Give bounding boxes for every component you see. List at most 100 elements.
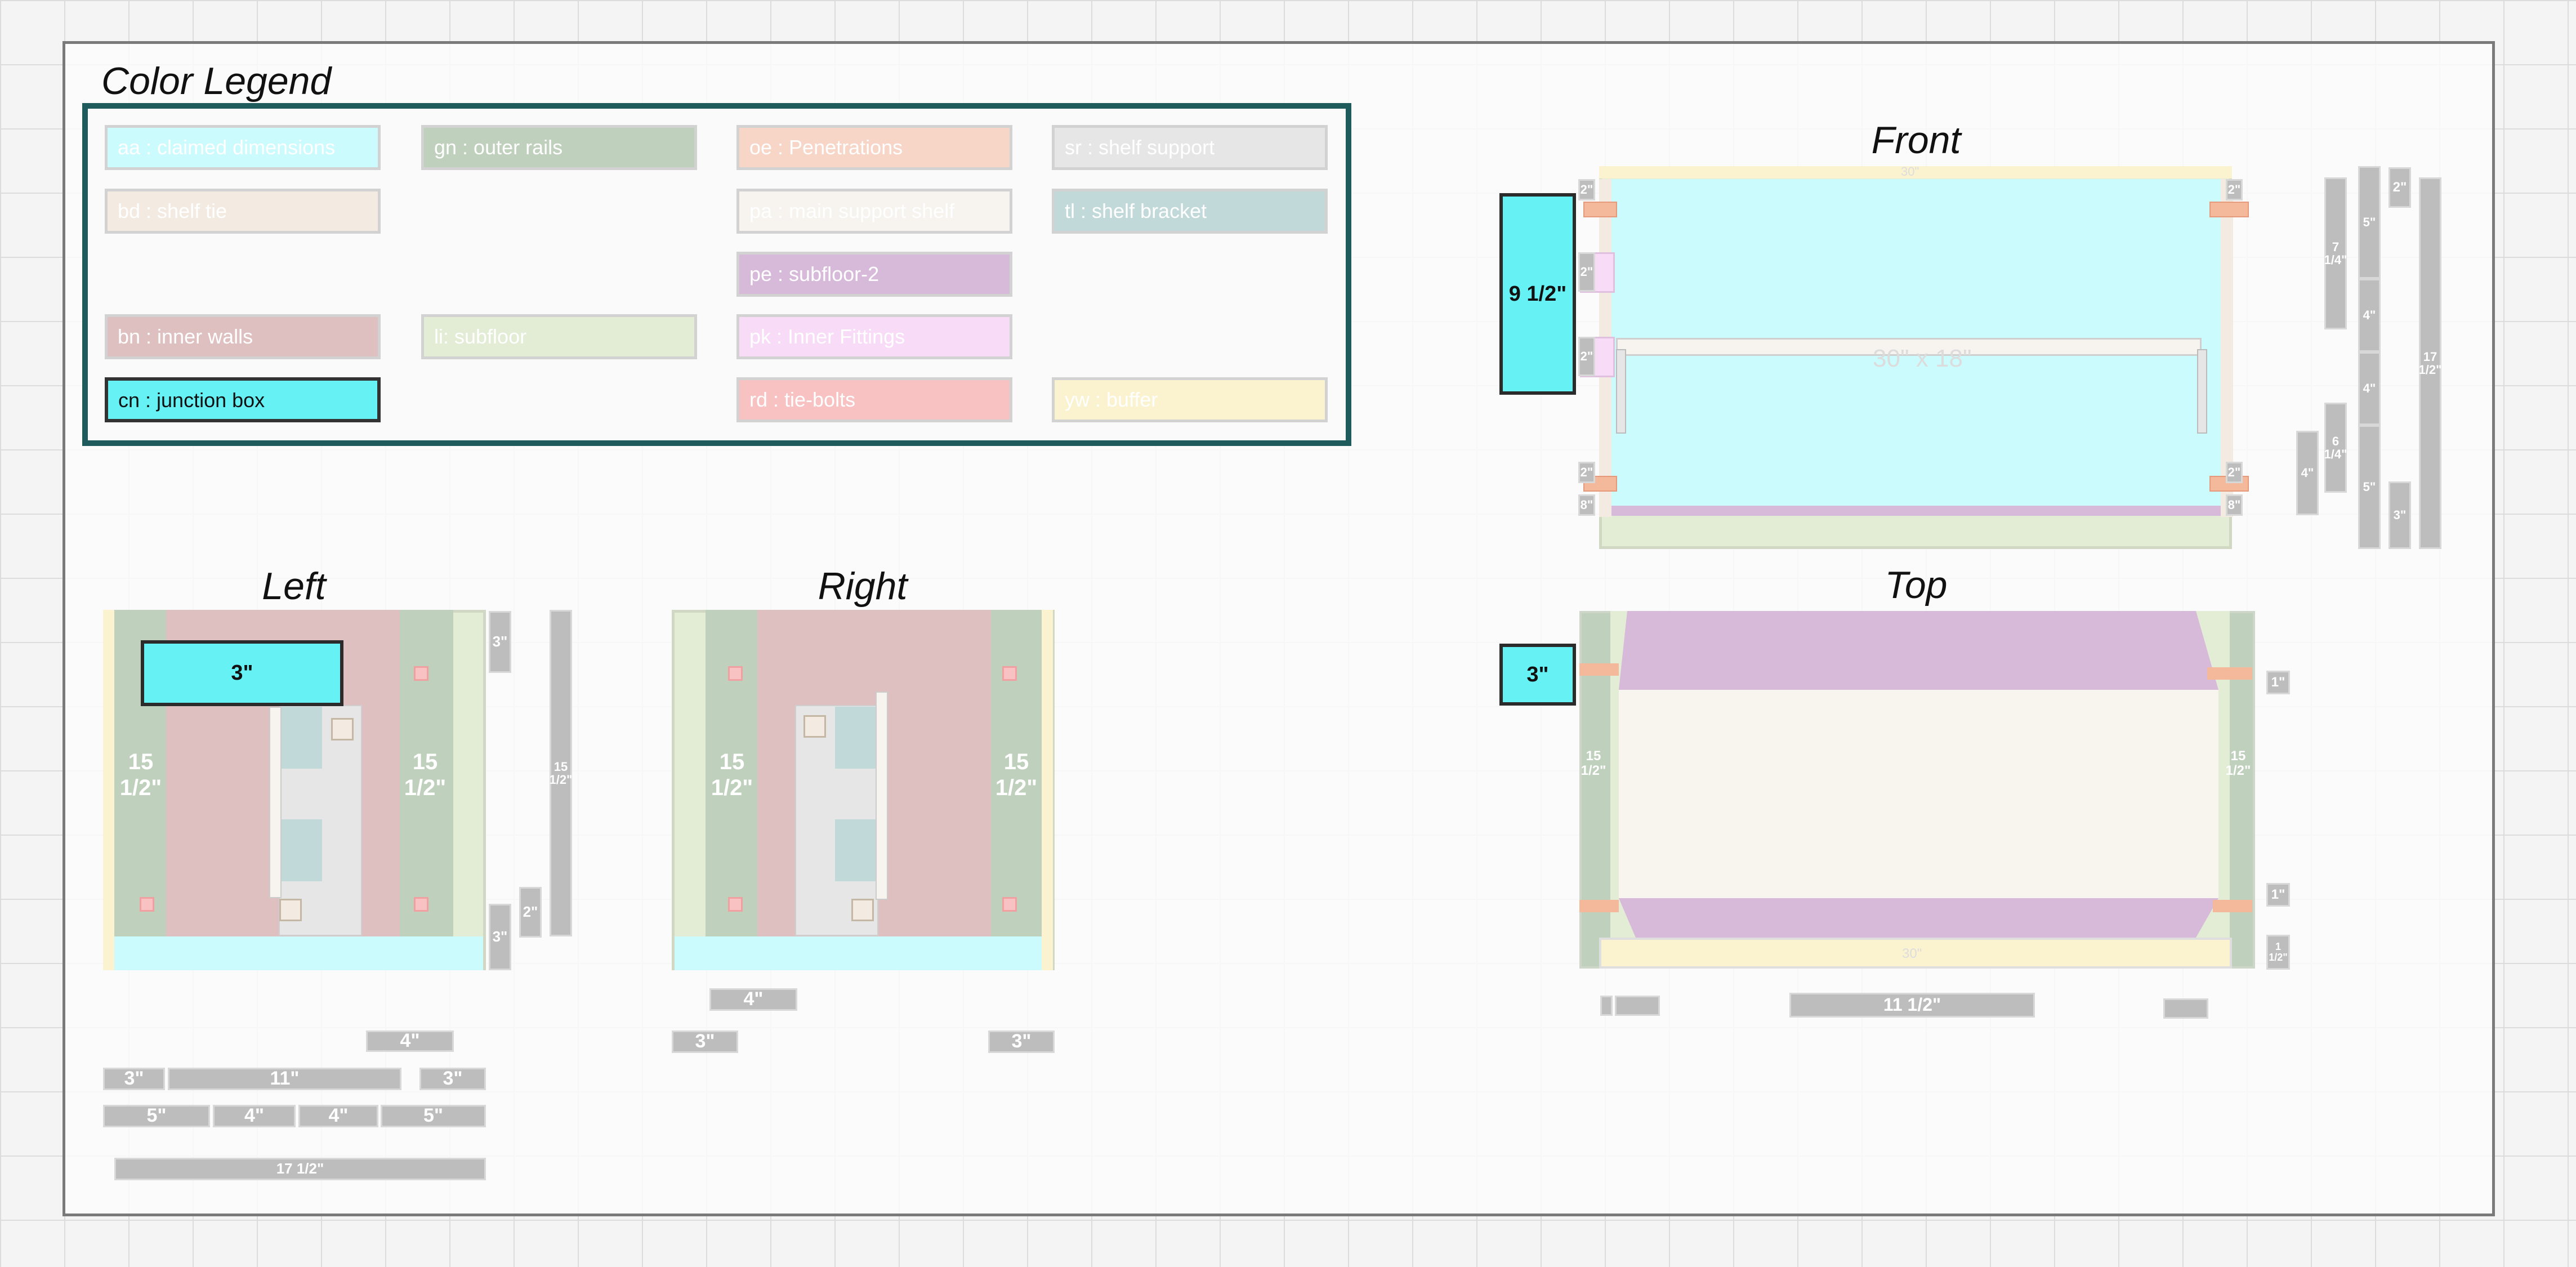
legend-item-rd: rd : tie-bolts bbox=[736, 377, 1012, 422]
front-right-dim-5: 6 1/4" bbox=[2324, 403, 2347, 493]
left-fitting-1 bbox=[331, 718, 354, 740]
front-right-dim-8: 3" bbox=[2389, 481, 2411, 549]
legend-item-gn: gn : outer rails bbox=[421, 125, 697, 170]
top-side-label-right: 15 1/2" bbox=[2225, 748, 2251, 779]
left-right-dim-3: 15 1/2" bbox=[550, 610, 573, 936]
legend-title: Color Legend bbox=[101, 60, 332, 102]
left-bottom-dim-8: 17 1/2" bbox=[114, 1158, 486, 1180]
left-right-dim-1: 2" bbox=[519, 887, 542, 938]
front-side-dim-1: 2" bbox=[1578, 252, 1595, 292]
right-buffer-right bbox=[1042, 610, 1053, 970]
right-claimed-dim-bottom bbox=[675, 936, 1042, 970]
legend-item-yw: yw : buffer bbox=[1052, 377, 1328, 422]
legend-item-aa: aa : claimed dimensions bbox=[105, 125, 381, 170]
right-tie-bolt-1 bbox=[728, 666, 743, 681]
front-bracket-left bbox=[1616, 349, 1626, 434]
right-bottom-dim-0: 4" bbox=[709, 988, 797, 1011]
top-junction-box-callout: 3" bbox=[1499, 644, 1576, 706]
top-right-dim-0: 1" bbox=[2266, 671, 2290, 694]
left-bottom-dim-2: 11" bbox=[168, 1068, 401, 1090]
legend-item-pe: pe : subfloor-2 bbox=[736, 252, 1012, 297]
left-wall-label-left: 15 1/2" bbox=[119, 750, 162, 800]
legend-item-bd: bd : shelf tie bbox=[105, 189, 381, 234]
front-tie-bolt-1 bbox=[1583, 202, 1617, 217]
left-bottom-dim-5: 4" bbox=[213, 1105, 296, 1127]
top-right-dim-2: 1 1/2" bbox=[2266, 935, 2290, 970]
left-bottom-dim-3: 3" bbox=[419, 1068, 486, 1090]
left-right-dim-2: 3" bbox=[489, 904, 511, 970]
front-shelf bbox=[1616, 338, 2202, 356]
front-bracket-right bbox=[2197, 349, 2207, 434]
left-bottom-dim-7: 5" bbox=[381, 1105, 486, 1127]
front-top-dim: 30" bbox=[1901, 164, 1919, 179]
legend-item-pk: pk : Inner Fittings bbox=[736, 314, 1012, 359]
right-view-title: Right bbox=[818, 565, 908, 608]
right-bracket-1 bbox=[835, 707, 876, 769]
right-rail-right bbox=[991, 610, 1042, 936]
left-wall-label-right: 15 1/2" bbox=[404, 750, 447, 800]
top-dim-small-2 bbox=[1615, 996, 1660, 1016]
left-rail-right bbox=[400, 610, 453, 936]
legend-item-bn: bn : inner walls bbox=[105, 314, 381, 359]
front-view-title: Front bbox=[1871, 119, 1961, 162]
front-right-dim-1: 5" bbox=[2358, 166, 2381, 279]
top-dim-small-1 bbox=[1600, 996, 1613, 1016]
left-bracket-1 bbox=[282, 707, 322, 769]
front-junction-box-callout: 9 1/2" bbox=[1499, 193, 1576, 395]
top-dim-small-3 bbox=[2163, 998, 2208, 1019]
left-bottom-dim-0: 4" bbox=[366, 1030, 454, 1052]
left-bracket-2 bbox=[282, 819, 322, 881]
front-side-dim-0: 2" bbox=[1578, 179, 1595, 200]
left-fitting-2 bbox=[279, 899, 302, 921]
left-tie-bolt-3 bbox=[414, 897, 428, 912]
right-wall-label-left: 15 1/2" bbox=[711, 750, 753, 800]
front-tie-bolt-2 bbox=[2209, 202, 2249, 217]
right-rail-left bbox=[706, 610, 757, 936]
front-inner-text: 30" x 18" bbox=[1873, 345, 1972, 372]
legend-item-li:: li: subfloor bbox=[421, 314, 697, 359]
left-buffer-left bbox=[103, 610, 114, 970]
front-side-dim-3: 2" bbox=[1578, 462, 1595, 483]
top-penetration-2 bbox=[2207, 667, 2252, 680]
front-right-dim-0: 7 1/4" bbox=[2324, 177, 2347, 329]
left-claimed-dim-bottom bbox=[114, 936, 483, 970]
left-bottom-dim-6: 4" bbox=[298, 1105, 378, 1127]
front-right-dim-4: 4" bbox=[2358, 352, 2381, 425]
legend-item-tl: tl : shelf bracket bbox=[1052, 189, 1328, 234]
front-side-dim-4: 8" bbox=[1578, 494, 1595, 516]
right-bottom-dim-2: 3" bbox=[988, 1030, 1055, 1053]
right-tie-bolt-3 bbox=[728, 897, 743, 912]
front-side-dim-6: 8" bbox=[2226, 494, 2243, 516]
left-junction-box-callout: 3" bbox=[141, 640, 343, 706]
top-side-label-left: 15 1/2" bbox=[1581, 748, 1606, 779]
right-tie-bolt-4 bbox=[1002, 897, 1017, 912]
top-penetration-4 bbox=[2213, 900, 2252, 912]
left-shelf-edge bbox=[269, 707, 282, 898]
right-fitting-2 bbox=[851, 899, 874, 921]
legend-item-sr: sr : shelf support bbox=[1052, 125, 1328, 170]
top-width-dim: 11 1/2" bbox=[1789, 993, 2035, 1018]
right-shelf-edge bbox=[876, 692, 888, 900]
front-right-dim-2: 2" bbox=[2389, 167, 2411, 208]
top-view-title: Top bbox=[1885, 564, 1948, 606]
front-right-dim-9: 17 1/2" bbox=[2419, 177, 2442, 549]
left-bottom-dim-1: 3" bbox=[103, 1068, 165, 1090]
top-subfloor-2 bbox=[1619, 611, 2218, 938]
top-penetration-1 bbox=[1579, 663, 1619, 676]
top-penetration-3 bbox=[1579, 900, 1619, 912]
top-bottom-dim: 30" bbox=[1902, 946, 1922, 961]
front-side-dim-2: 2" bbox=[1578, 337, 1595, 376]
right-bottom-dim-1: 3" bbox=[672, 1030, 738, 1053]
front-subfloor-2 bbox=[1611, 506, 2221, 516]
left-bottom-dim-4: 5" bbox=[103, 1105, 210, 1127]
top-buffer-bottom bbox=[1599, 938, 2232, 969]
legend-item-pa: pa : main support shelf bbox=[736, 189, 1012, 234]
front-buffer-top bbox=[1599, 166, 2232, 179]
front-side-dim-7: 2" bbox=[2226, 462, 2243, 483]
right-bracket-2 bbox=[835, 819, 876, 881]
front-side-dim-5: 2" bbox=[2226, 179, 2243, 200]
left-right-dim-0: 3" bbox=[489, 611, 511, 673]
front-right-dim-7: 5" bbox=[2358, 425, 2381, 549]
right-wall-label-right: 15 1/2" bbox=[995, 750, 1038, 800]
top-shelf-tie bbox=[1619, 690, 2218, 898]
